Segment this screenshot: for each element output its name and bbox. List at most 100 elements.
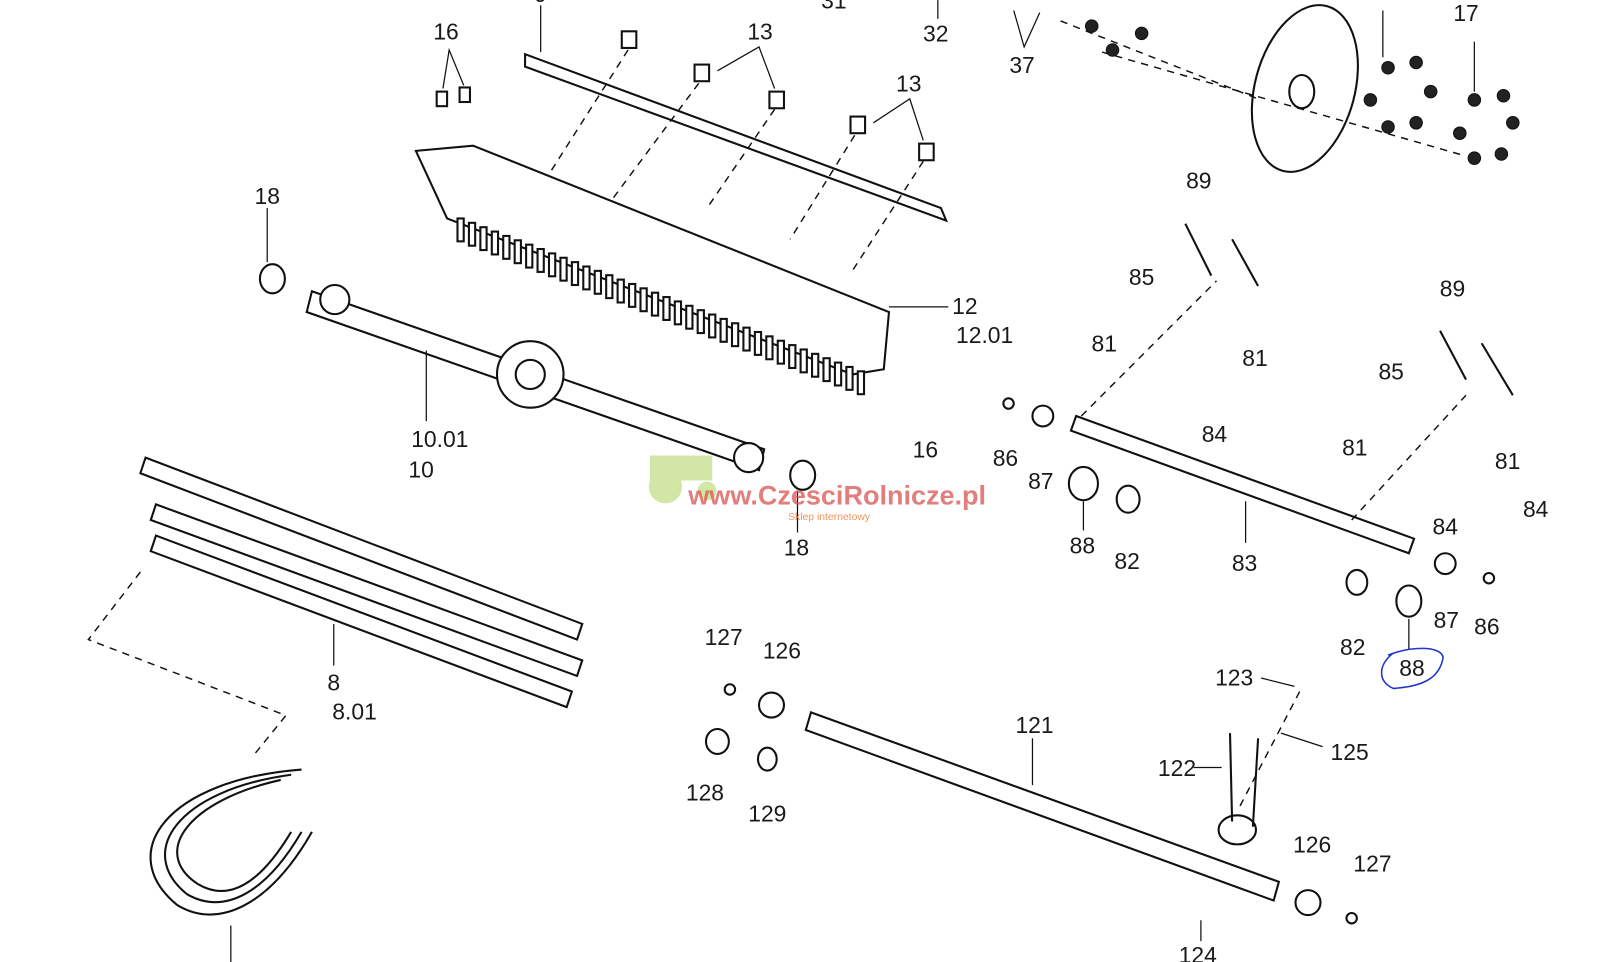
comb-tooth bbox=[719, 317, 728, 343]
label-85: 85 bbox=[1378, 359, 1403, 385]
label-31: 31 bbox=[821, 0, 846, 13]
label-87: 87 bbox=[1028, 468, 1053, 494]
stripper-comb bbox=[414, 144, 949, 396]
label-12-01: 12.01 bbox=[956, 322, 1013, 348]
label-10: 10 bbox=[408, 456, 433, 482]
label-89: 89 bbox=[1186, 167, 1211, 193]
label-127: 127 bbox=[1353, 850, 1391, 876]
comb-tooth bbox=[822, 357, 831, 383]
label-81: 81 bbox=[1495, 448, 1520, 474]
comb-tooth bbox=[811, 352, 820, 378]
comb-tooth bbox=[833, 361, 843, 387]
shaft-121 bbox=[704, 677, 1358, 942]
tractor-logo-icon bbox=[648, 455, 717, 504]
comb-tooth bbox=[662, 296, 671, 321]
comb-tooth bbox=[628, 282, 637, 308]
shaft-83 bbox=[1002, 223, 1514, 650]
comb-tooth bbox=[845, 365, 854, 391]
label-126: 126 bbox=[763, 637, 801, 663]
label-82: 82 bbox=[1340, 634, 1365, 660]
label-32: 32 bbox=[923, 21, 948, 47]
label-83: 83 bbox=[1232, 550, 1257, 576]
nut bbox=[1409, 55, 1423, 70]
comb-tooth bbox=[685, 304, 694, 330]
comb-tooth bbox=[799, 348, 808, 374]
label-16: 16 bbox=[433, 19, 458, 45]
label-88-annotated: 88 bbox=[1399, 655, 1424, 681]
label-12: 12 bbox=[952, 293, 977, 319]
hand-annotation-circle bbox=[1380, 647, 1444, 690]
label-81: 81 bbox=[1242, 345, 1267, 371]
nut bbox=[1423, 84, 1438, 99]
label-17: 17 bbox=[1453, 0, 1478, 26]
label-13: 13 bbox=[896, 71, 921, 97]
rotor-shaft bbox=[258, 208, 817, 533]
label-18: 18 bbox=[254, 183, 279, 209]
comb-tooth bbox=[776, 339, 786, 365]
bolts bbox=[435, 30, 935, 271]
comb-tooth bbox=[696, 309, 705, 335]
label-8-01: 8.01 bbox=[332, 699, 377, 725]
label-129: 129 bbox=[748, 801, 786, 827]
label-124: 124 bbox=[1179, 942, 1217, 962]
comb-tooth bbox=[605, 274, 614, 300]
tine-bundle bbox=[149, 768, 313, 962]
drive-disc bbox=[937, 0, 1520, 173]
comb-tooth bbox=[525, 243, 534, 269]
nut bbox=[1134, 26, 1149, 41]
label-86: 86 bbox=[1474, 613, 1499, 639]
label-84: 84 bbox=[1523, 496, 1549, 522]
comb-tooth bbox=[650, 291, 660, 317]
label-128: 128 bbox=[686, 780, 724, 806]
label-89: 89 bbox=[1440, 275, 1465, 301]
comb-tooth bbox=[513, 239, 522, 265]
label-9: 9 bbox=[534, 0, 547, 7]
nut bbox=[1381, 60, 1395, 75]
comb-tooth bbox=[708, 313, 717, 339]
nut bbox=[1496, 89, 1511, 103]
label-18: 18 bbox=[784, 534, 809, 560]
comb-tooth bbox=[765, 335, 774, 361]
label-84: 84 bbox=[1433, 514, 1459, 540]
comb-tooth bbox=[490, 230, 500, 256]
comb-tooth bbox=[593, 269, 603, 295]
nut bbox=[1105, 43, 1120, 57]
comb-tooth bbox=[788, 344, 797, 370]
comb-tooth bbox=[467, 221, 477, 247]
label-10-01: 10.01 bbox=[411, 426, 468, 452]
label-123: 123 bbox=[1215, 664, 1253, 690]
guard-bar bbox=[524, 5, 949, 223]
label-88: 88 bbox=[1070, 532, 1095, 558]
label-86: 86 bbox=[993, 445, 1018, 471]
comb-tooth bbox=[582, 265, 591, 291]
nut bbox=[1494, 147, 1509, 161]
nut bbox=[1453, 126, 1467, 140]
label-8: 8 bbox=[327, 670, 340, 696]
part-labels: 9 31 32 37 16 13 13 17 18 12 12.01 89 85… bbox=[254, 0, 1548, 962]
label-13: 13 bbox=[747, 19, 772, 45]
label-85: 85 bbox=[1129, 264, 1154, 290]
nut bbox=[1506, 116, 1520, 130]
comb-tooth bbox=[856, 370, 866, 396]
nut bbox=[1409, 116, 1423, 130]
watermark-tagline: Sklep internetowy bbox=[788, 512, 871, 523]
comb-tooth bbox=[673, 300, 683, 326]
nut bbox=[1381, 120, 1395, 134]
label-81: 81 bbox=[1091, 331, 1116, 357]
comb-tooth bbox=[559, 256, 568, 282]
comb-tooth bbox=[536, 247, 545, 273]
label-81: 81 bbox=[1342, 435, 1367, 461]
label-126: 126 bbox=[1293, 832, 1331, 858]
label-37: 37 bbox=[1009, 52, 1034, 78]
comb-tooth bbox=[639, 287, 648, 313]
comb-tooth bbox=[730, 322, 740, 348]
label-87: 87 bbox=[1434, 607, 1459, 633]
label-82: 82 bbox=[1114, 548, 1139, 574]
label-125: 125 bbox=[1331, 739, 1369, 765]
watermark-site: www.CzesciRolnicze.pl bbox=[687, 480, 986, 510]
label-16: 16 bbox=[913, 437, 938, 463]
comb-tooth bbox=[547, 252, 557, 278]
comb-tooth bbox=[502, 234, 511, 260]
comb-tooth bbox=[616, 278, 625, 304]
